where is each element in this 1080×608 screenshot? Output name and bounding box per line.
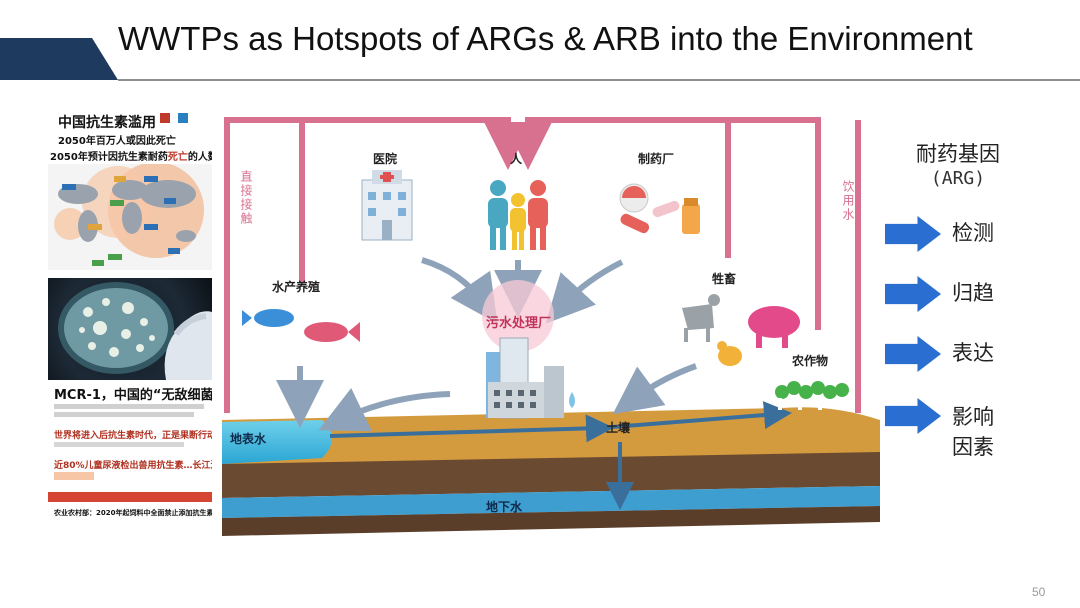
arrow-right-icon bbox=[885, 276, 941, 312]
news3-body-text bbox=[54, 442, 184, 447]
arg-item-influence: 影响 bbox=[952, 405, 994, 429]
fish-icon bbox=[242, 309, 360, 342]
people-icon bbox=[488, 180, 548, 250]
wwtp-building bbox=[486, 337, 575, 419]
blue-flow-arrows bbox=[329, 401, 792, 510]
pills-icon bbox=[619, 183, 700, 234]
world-map-graphic bbox=[48, 164, 212, 270]
arg-item-expression: 表达 bbox=[952, 341, 994, 365]
news2-headline: MCR-1，中国的“无敌细菌”？ bbox=[54, 388, 212, 403]
hospital-label: 医院 bbox=[373, 152, 398, 166]
pink-flow-lines bbox=[224, 117, 861, 413]
aquaculture-label: 水产养殖 bbox=[272, 280, 321, 294]
news5-headline: 农业农村部：2020年起饲料中全面禁止添加抗生素 bbox=[54, 509, 212, 517]
crops-icon bbox=[775, 381, 849, 410]
news-headlines-panel: MCR-1，中国的“无敌细菌”？ 世界将进入后抗生素时代，正是果断行动的时机 近… bbox=[48, 380, 212, 530]
arrow-right-icon bbox=[885, 398, 941, 434]
arrow-right-icon bbox=[885, 216, 941, 252]
arg-item-factors: 因素 bbox=[952, 435, 994, 459]
crops-label: 农作物 bbox=[792, 354, 829, 368]
arg-panel: 耐药基因 (ARG) 检测 归趋 表达 影响 因素 bbox=[880, 140, 1080, 470]
arg-item-fate: 归趋 bbox=[952, 281, 994, 305]
arg-flow-diagram: 直接接触 饮用水 医院 人 制药厂 水产养殖 污水处理厂 牲畜 农作物 地表水 … bbox=[222, 108, 880, 536]
news1-sub1: 2050年百万人或因此死亡 bbox=[58, 136, 176, 147]
news1-headline: 中国抗生素滥用 bbox=[58, 115, 156, 131]
human-label: 人 bbox=[510, 152, 523, 166]
surface-water-label: 地表水 bbox=[230, 432, 267, 446]
groundwater-layer bbox=[222, 486, 880, 518]
news2-body-text bbox=[54, 404, 204, 409]
news4-headline: 近80%儿童尿液检出兽用抗生素…长江流域该治了! bbox=[54, 461, 212, 471]
bedrock-layer bbox=[222, 506, 880, 536]
news4-tag bbox=[54, 472, 94, 480]
slide-title: WWTPs as Hotspots of ARGs & ARB into the… bbox=[118, 20, 973, 57]
wwtp-label: 污水处理厂 bbox=[486, 316, 552, 331]
title-accent-band bbox=[0, 38, 118, 80]
livestock-label: 牲畜 bbox=[712, 272, 737, 286]
surface-water-region bbox=[222, 420, 332, 464]
wwtp-halo bbox=[482, 280, 554, 352]
livestock-icon bbox=[682, 294, 800, 366]
page-number: 50 bbox=[1032, 585, 1046, 599]
arg-item-detection: 检测 bbox=[952, 221, 994, 245]
news1-sub2: 2050年预计因抗生素耐药死亡的人数 bbox=[50, 152, 212, 163]
news-collage: 中国抗生素滥用 2050年百万人或因此死亡 2050年预计因抗生素耐药死亡的人数 bbox=[48, 110, 212, 530]
direct-contact-label: 直接接触 bbox=[239, 170, 253, 226]
groundwater-label: 地下水 bbox=[486, 500, 523, 514]
petri-dish-graphic bbox=[58, 282, 212, 380]
diagram-graphic bbox=[222, 117, 880, 536]
title-underline bbox=[118, 79, 1080, 81]
bubble-americas bbox=[54, 208, 86, 240]
news-logo-icon bbox=[160, 113, 170, 123]
arg-subtitle: (ARG) bbox=[930, 168, 986, 189]
news-panel-world-map: 中国抗生素滥用 2050年百万人或因此死亡 2050年预计因抗生素耐药死亡的人数 bbox=[48, 110, 212, 270]
arg-title: 耐药基因 bbox=[916, 142, 1000, 166]
grey-flow-arrows bbox=[276, 257, 697, 432]
soil-label: 土壤 bbox=[606, 421, 631, 435]
petri-dish-photo bbox=[48, 278, 212, 380]
news3-headline: 世界将进入后抗生素时代，正是果断行动的时机 bbox=[54, 431, 212, 441]
news-site-bar bbox=[48, 492, 212, 502]
subsoil-layer bbox=[222, 452, 880, 498]
pharma-label: 制药厂 bbox=[638, 152, 675, 166]
news-logo-icon bbox=[178, 113, 188, 123]
arrow-right-icon bbox=[885, 336, 941, 372]
drinking-water-label: 饮用水 bbox=[841, 180, 855, 222]
news2-body-text bbox=[54, 412, 194, 417]
hospital-icon bbox=[361, 170, 413, 241]
